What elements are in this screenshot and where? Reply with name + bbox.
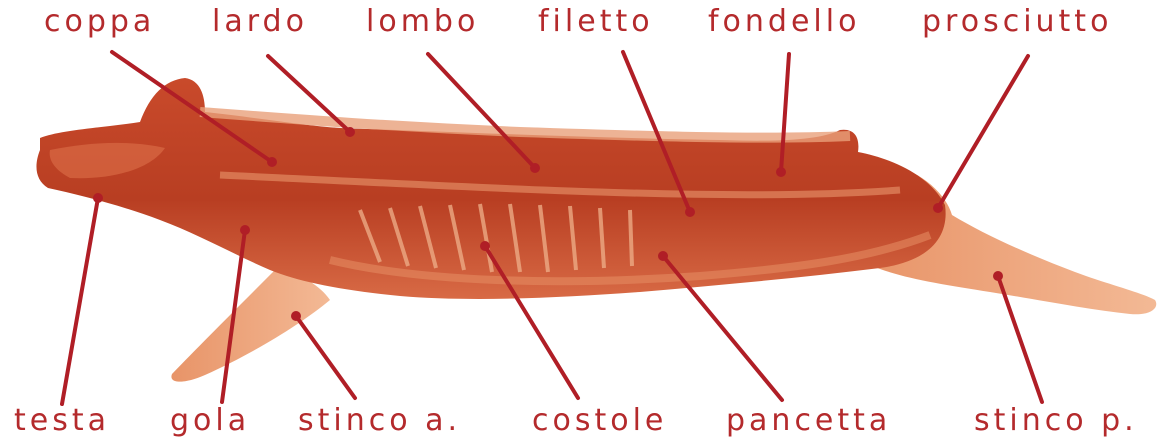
- leader-testa: [62, 198, 98, 404]
- label-fondello: fondello: [708, 5, 860, 39]
- label-costole: costole: [532, 404, 667, 438]
- label-prosciutto: prosciutto: [922, 5, 1112, 39]
- label-pancetta: pancetta: [726, 404, 891, 438]
- leader-stinco-a: [296, 316, 355, 398]
- front-leg-shape: [171, 265, 330, 382]
- label-stinco-a: stinco a.: [298, 404, 461, 438]
- label-testa: testa: [14, 404, 110, 438]
- label-stinco-p: stinco p.: [974, 404, 1138, 438]
- label-lardo: lardo: [212, 5, 308, 39]
- label-gola: gola: [170, 404, 250, 438]
- label-filetto: filetto: [538, 5, 654, 39]
- leader-prosciutto: [938, 56, 1028, 208]
- label-coppa: coppa: [44, 5, 155, 39]
- label-lombo: lombo: [366, 5, 479, 39]
